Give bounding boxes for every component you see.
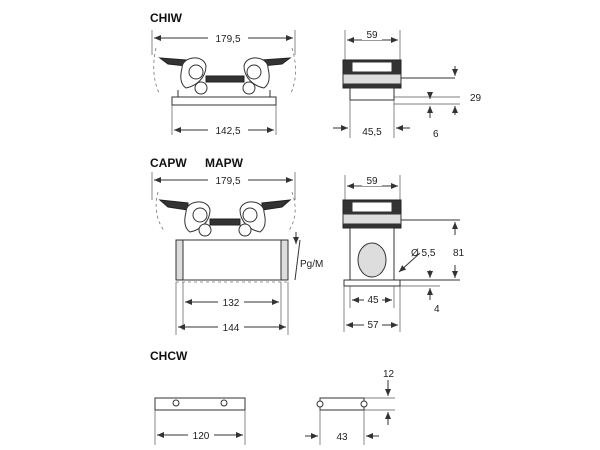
dim-chcw-side-width: 43 [336, 432, 348, 443]
section-title-capw: CAPW [150, 156, 187, 170]
dim-chcw-height: 12 [383, 369, 395, 380]
dim-capw-top-width: 179,5 [215, 176, 240, 187]
dim-chiw-bottom-width: 142,5 [215, 126, 240, 137]
label-capw-hole: Ø 5,5 [411, 248, 436, 259]
section-title-mapw: MAPW [205, 156, 244, 170]
chcw-side-view: 43 12 [305, 369, 395, 445]
dim-capw-inner-width: 132 [223, 298, 240, 309]
dim-capw-side-inner: 45 [367, 295, 379, 306]
dim-capw-height: 81 [453, 248, 465, 259]
label-capw-thread: Pg/M [300, 259, 323, 270]
capw-front-view: 179,5 Pg/M 132 144 [151, 172, 323, 335]
dim-chiw-side-base-height: 6 [433, 129, 439, 140]
chiw-front-view: 179,5 142,5 [151, 30, 296, 137]
section-title-chcw: CHCW [150, 349, 188, 363]
chcw-front-view: 120 [154, 397, 246, 445]
dim-chiw-side-width: 59 [366, 30, 378, 41]
dim-chcw-width: 120 [193, 431, 210, 442]
dim-capw-base-height: 4 [434, 304, 440, 315]
dim-capw-outer-width: 144 [223, 323, 240, 334]
dim-capw-side-outer: 57 [367, 320, 379, 331]
section-title-chiw: CHIW [150, 11, 183, 25]
dim-chiw-side-base: 45,5 [362, 127, 382, 138]
capw-side-view: 59 Ø 5,5 81 4 45 57 [342, 174, 465, 332]
dim-capw-side-width: 59 [366, 176, 378, 187]
dim-chiw-side-height: 29 [470, 93, 482, 104]
chiw-side-view: 59 29 6 45,5 [333, 28, 482, 140]
dim-chiw-top-width: 179,5 [215, 34, 240, 45]
